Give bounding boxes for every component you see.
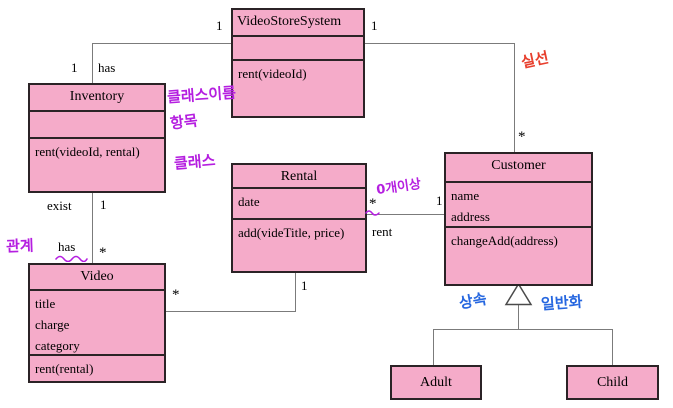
multiplicity-inventory: 1 [71,60,78,75]
operations-compartment: add(videTitle, price) [233,218,365,271]
connector-rental-customer [366,214,445,215]
wavy-underline-has-icon [55,255,88,262]
class-title: Child [596,374,629,390]
operations-compartment: changeAdd(address) [446,226,591,284]
connector-inventory-vss-horizontal [92,43,233,44]
class-adult: Adult [390,365,482,400]
attributes-compartment [233,35,363,59]
connector-rental-video-horizontal [165,311,296,312]
role-exist: exist [47,198,72,213]
note-class: 클래스 [173,151,217,173]
attribute: title [35,295,56,311]
association-name-has: has [98,60,116,75]
attributes-compartment: title charge category [30,288,164,355]
attributes-compartment [30,110,164,137]
connector-vss-customer-horizontal [364,43,515,44]
operation: rent(rental) [35,361,94,377]
class-customer: Customer name address changeAdd(address) [444,152,593,286]
connector-generalization-to-child [612,329,613,366]
operations-compartment: rent(videoId) [233,59,363,116]
connector-inventory-video [92,192,93,264]
multiplicity-vss-right: 1 [371,18,378,33]
operations-compartment: rent(videoId, rental) [30,137,164,191]
connector-generalization-stem [518,303,519,330]
class-video: Video title charge category rent(rental) [28,263,166,383]
operation: add(videTitle, price) [238,225,345,240]
multiplicity-video-right: * [172,287,180,303]
note-inheritance: 상속 [457,289,489,313]
class-inventory: Inventory rent(videoId, rental) [28,83,166,193]
note-generalization: 일반화 [540,292,584,314]
multiplicity-inventory-bottom: 1 [100,197,107,212]
attribute: category [35,337,80,353]
class-rental: Rental date add(videTitle, price) [231,163,367,273]
operation: rent(videoId, rental) [35,144,140,159]
wavy-underline-star-icon [365,210,380,216]
association-name-rent: rent [372,224,393,239]
note-zero-or-more: 0개이상 [375,176,423,199]
note-solid-line: 실선 [519,48,551,72]
connector-inventory-vss-vertical [92,43,93,84]
connector-generalization-bar [433,329,613,330]
attribute: name [451,188,480,203]
note-items: 항목 [169,111,199,133]
class-child: Child [566,365,659,400]
multiplicity-video-top: * [99,245,107,261]
connector-generalization-to-adult [433,329,434,366]
operation: rent(videoId) [238,66,307,81]
operation: changeAdd(address) [451,233,558,248]
connector-vss-customer-vertical [514,43,515,153]
generalization-triangle [504,283,533,306]
operations-compartment: rent(rental) [30,354,164,381]
multiplicity-customer-top: * [518,129,526,145]
association-name-has-2: has [58,239,76,254]
class-title: Customer [491,158,546,173]
note-relationship: 관계 [5,236,34,256]
attribute: date [238,194,260,209]
connector-rental-video-vertical [295,272,296,312]
class-title: Video [80,269,114,284]
attribute: address [451,209,490,224]
class-title: Adult [420,374,452,390]
class-video-store-system: VideoStoreSystem rent(videoId) [231,8,365,118]
multiplicity-rental-right: * [369,196,377,212]
multiplicity-vss-left: 1 [216,18,223,33]
class-title: Inventory [69,89,125,104]
multiplicity-customer-left: 1 [436,193,443,208]
attributes-compartment: name address [446,181,591,226]
multiplicity-rental-bottom: 1 [301,278,308,293]
class-title: VideoStoreSystem [237,14,342,29]
attribute: charge [35,316,70,332]
note-class-name: 클래스이름 [166,83,237,107]
attributes-compartment: date [233,187,365,218]
class-title: Rental [280,169,318,184]
